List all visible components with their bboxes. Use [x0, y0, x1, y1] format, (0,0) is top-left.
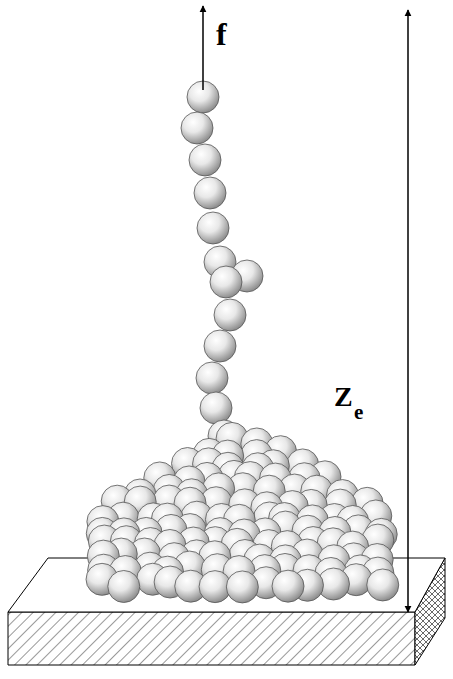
bead [189, 144, 221, 176]
force-arrow [202, 6, 204, 90]
force-label: f [216, 18, 227, 50]
bead [196, 362, 228, 394]
bead [194, 177, 226, 209]
bead [367, 569, 399, 601]
bead [197, 212, 229, 244]
bead [272, 570, 304, 602]
polymer-beads [86, 81, 399, 603]
bead [200, 392, 232, 424]
bead [204, 330, 236, 362]
bead [214, 299, 246, 331]
bead [210, 266, 242, 298]
height-label: Z [334, 383, 353, 411]
bead [181, 112, 213, 144]
height-subscript: e [354, 402, 363, 423]
height-arrow [407, 10, 409, 612]
bead [226, 571, 258, 603]
bead [108, 570, 140, 602]
